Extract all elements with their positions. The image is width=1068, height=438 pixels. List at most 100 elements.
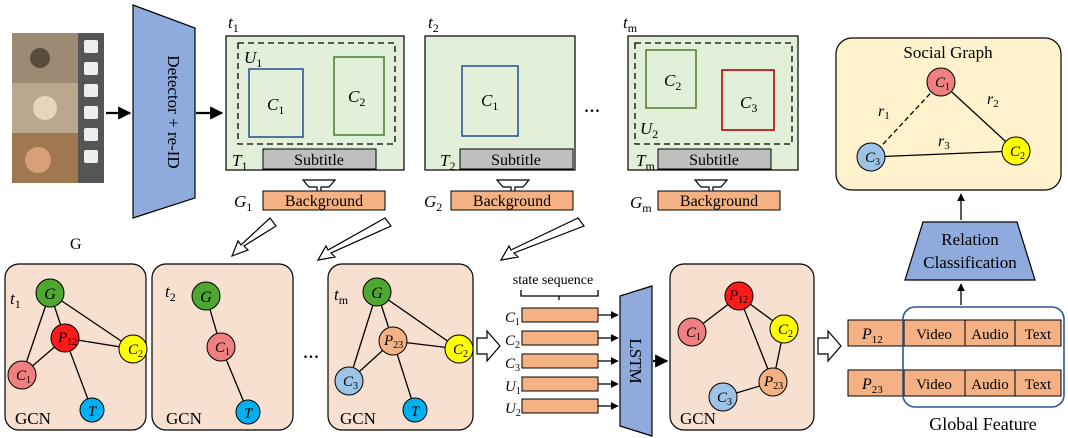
svg-text:G: G — [200, 289, 212, 306]
svg-text:C2: C2 — [348, 87, 365, 109]
svg-text:Background: Background — [680, 193, 758, 210]
lstm-label: LSTM — [626, 338, 645, 383]
social-graph: Social Graph C1 C3 C2 r1 r2 r3 — [835, 37, 1062, 191]
background-bar — [262, 190, 386, 211]
svg-text:Text: Text — [1025, 377, 1052, 393]
svg-text:C2: C2 — [664, 71, 681, 93]
svg-text:GCN: GCN — [15, 409, 51, 428]
svg-text:C1: C1 — [267, 95, 284, 117]
svg-text:GCN: GCN — [680, 409, 716, 428]
group-box-u1 — [237, 42, 396, 145]
frame-t1: t1 U1 C1 C2 T1 Subtitle G1 Background — [225, 13, 405, 214]
state-row-2: C2 — [505, 330, 619, 351]
svg-text:Audio: Audio — [971, 377, 1009, 393]
svg-text:tm: tm — [623, 13, 638, 35]
svg-text:U1: U1 — [244, 48, 262, 70]
video-filmstrip — [12, 33, 104, 183]
svg-text:Tm: Tm — [636, 151, 655, 173]
svg-text:C1: C1 — [16, 368, 31, 386]
svg-text:G: G — [44, 286, 56, 303]
svg-text:U2: U2 — [640, 119, 658, 141]
svg-text:t1: t1 — [228, 13, 239, 35]
svg-text:Relation: Relation — [941, 230, 999, 249]
svg-text:tm: tm — [334, 285, 349, 307]
svg-text:C2: C2 — [453, 342, 468, 360]
svg-text:Video: Video — [916, 377, 952, 393]
svg-text:Background: Background — [285, 193, 363, 210]
char-box-c3 — [721, 69, 775, 131]
svg-text:Subtitle: Subtitle — [491, 152, 541, 169]
svg-text:t1: t1 — [10, 289, 21, 311]
svg-text:P23: P23 — [383, 333, 403, 351]
global-feature-box — [902, 306, 1065, 408]
svg-text:C1: C1 — [686, 325, 701, 343]
gcn-panel-tm: tm G P23 C2 C3 T GCN — [327, 263, 474, 431]
svg-text:C1: C1 — [935, 75, 950, 93]
svg-text:r2: r2 — [987, 91, 999, 110]
lstm-block: LSTM — [619, 285, 653, 437]
svg-text:Classification: Classification — [923, 253, 1017, 272]
frame-t2: t2 C1 T2 Subtitle G2 Background — [424, 13, 576, 214]
svg-text:C2: C2 — [778, 322, 793, 340]
svg-text:P12: P12 — [861, 326, 883, 346]
svg-text:GCN: GCN — [166, 409, 202, 428]
svg-text:C3: C3 — [717, 390, 732, 408]
char-box-c1 — [248, 68, 304, 138]
global-feature-label: Global Feature — [929, 414, 1036, 434]
char-box-c2 — [333, 56, 385, 136]
char-box-c2 — [645, 49, 697, 109]
svg-text:C3: C3 — [865, 150, 880, 168]
svg-text:C1: C1 — [505, 310, 520, 328]
svg-text:Text: Text — [1025, 327, 1052, 343]
svg-text:C2: C2 — [128, 342, 143, 360]
svg-text:C3: C3 — [505, 356, 520, 374]
state-row-3: C3 — [505, 353, 619, 374]
arrow-to-state-sequence — [476, 329, 501, 363]
frames-ellipsis: ... — [584, 92, 601, 117]
background-bar — [450, 190, 574, 211]
svg-text:C2: C2 — [505, 333, 520, 351]
feature-row-p23: P23 Video Audio Text — [847, 369, 1062, 397]
state-row-1: C1 — [505, 307, 619, 328]
gcn-panel-t2: t2 G C1 T GCN — [151, 263, 294, 431]
relation-classification: Relation Classification — [904, 221, 1036, 281]
svg-text:C3: C3 — [343, 374, 358, 392]
frame-to-graph-arrows — [230, 217, 585, 261]
svg-text:P12: P12 — [57, 330, 77, 348]
subtitle-bar — [657, 148, 772, 170]
svg-text:T2: T2 — [440, 151, 455, 173]
svg-text:C1: C1 — [215, 340, 230, 358]
state-row-4: U1 — [505, 376, 619, 397]
svg-text:Audio: Audio — [971, 327, 1009, 343]
svg-text:Video: Video — [916, 327, 952, 343]
stray-g-label: G — [70, 236, 82, 253]
svg-text:r3: r3 — [938, 133, 950, 152]
svg-text:U1: U1 — [505, 379, 521, 397]
feature-row-p12: P12 Video Audio Text — [847, 319, 1062, 347]
svg-text:G: G — [371, 285, 383, 302]
svg-text:P23: P23 — [763, 374, 783, 392]
svg-text:T1: T1 — [232, 151, 247, 173]
svg-text:Gm: Gm — [630, 193, 652, 215]
svg-text:t2: t2 — [428, 13, 439, 35]
svg-text:T: T — [88, 404, 98, 420]
char-box-c1 — [461, 65, 519, 137]
svg-text:Subtitle: Subtitle — [294, 152, 344, 169]
arrow-to-features — [817, 329, 842, 363]
svg-text:state sequence: state sequence — [513, 273, 593, 288]
svg-text:T: T — [244, 406, 254, 422]
state-sequence: state sequence C1 C2 C3 U1 U2 — [505, 273, 619, 419]
svg-text:P12: P12 — [728, 288, 748, 306]
detector-label: Detector + re-ID — [164, 55, 183, 168]
svg-text:C2: C2 — [1010, 144, 1025, 162]
svg-text:P23: P23 — [861, 376, 883, 396]
svg-text:Background: Background — [473, 193, 551, 210]
svg-text:GCN: GCN — [340, 409, 376, 428]
subtitle-bar — [459, 148, 574, 170]
background-bar — [657, 190, 781, 211]
gcn-panel-t1: t1 G P12 C2 C1 T GCN — [4, 263, 148, 431]
svg-text:Subtitle: Subtitle — [689, 152, 739, 169]
svg-text:r1: r1 — [878, 103, 890, 122]
subtitle-bar — [262, 148, 377, 170]
